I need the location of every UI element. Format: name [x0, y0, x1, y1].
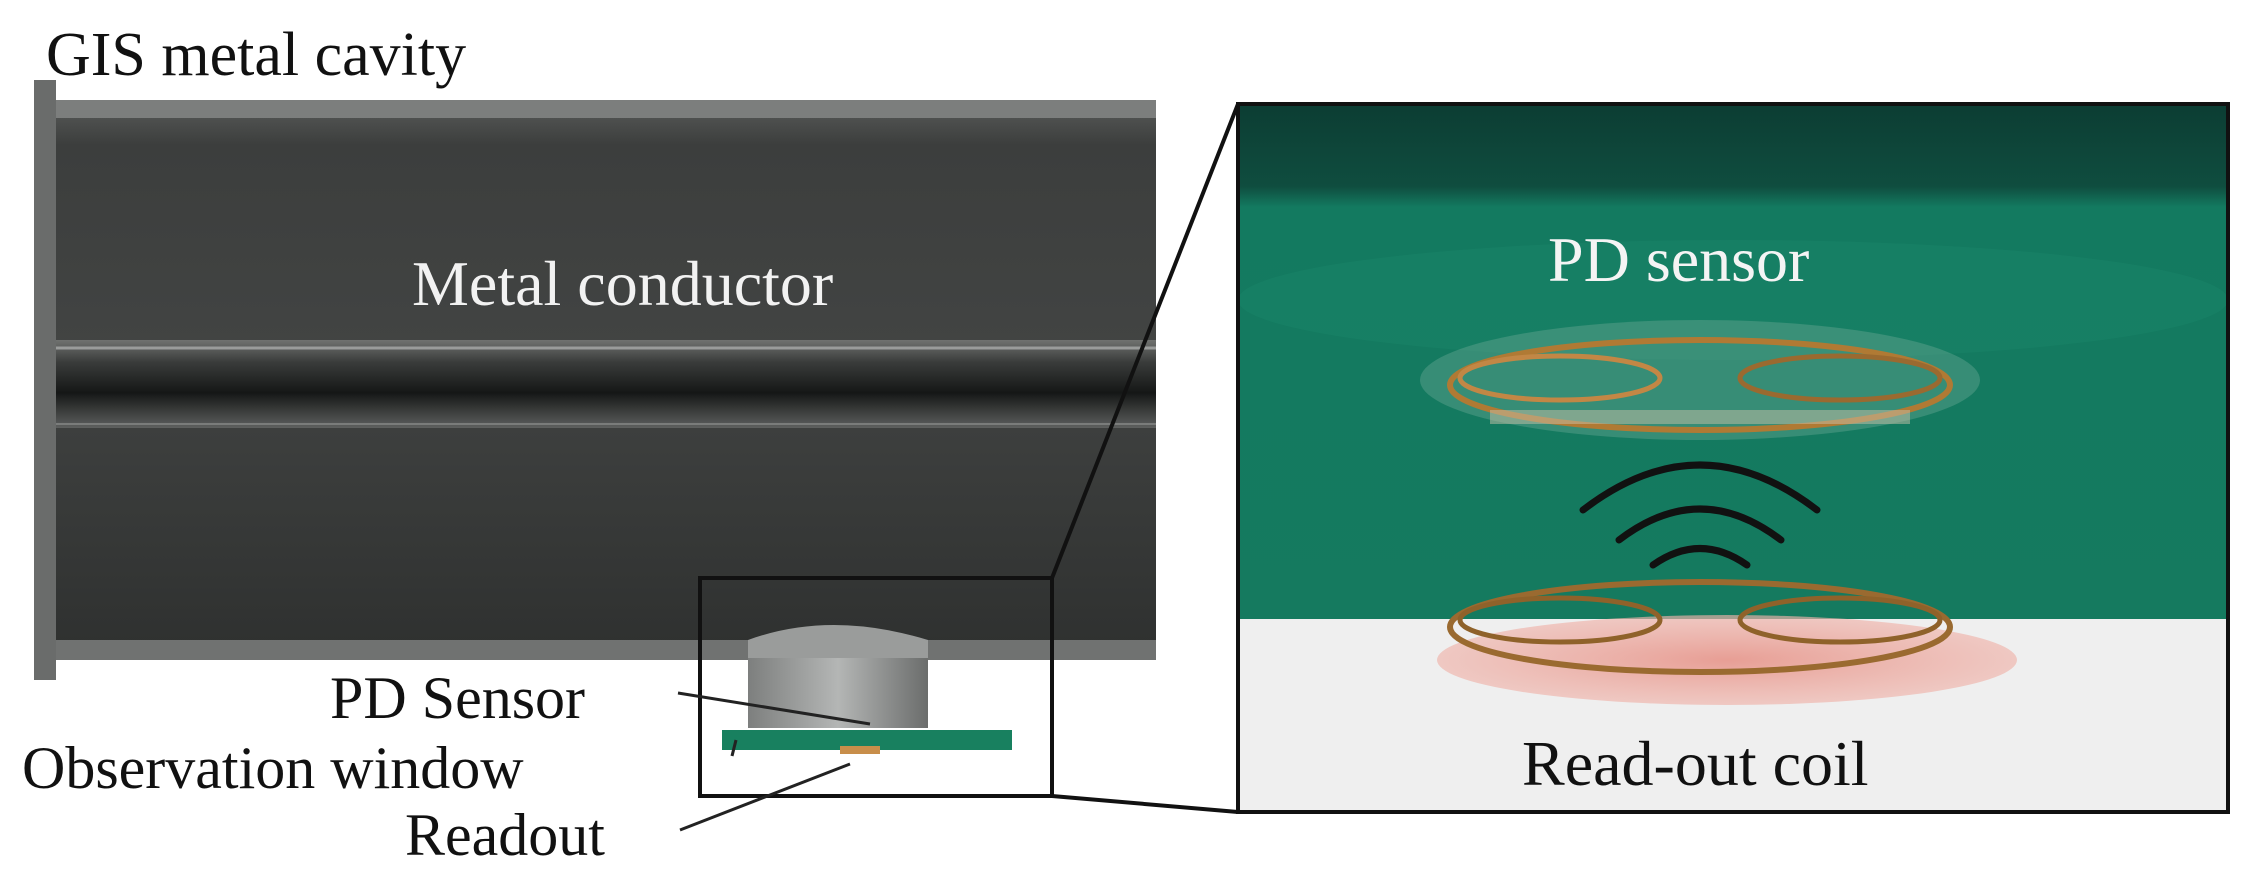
signal-arc-inner — [1649, 545, 1751, 569]
cavity-bottom-rim — [56, 640, 1156, 660]
signal-arc-outer — [1579, 461, 1821, 514]
wireless-signal-icon — [1579, 461, 1821, 569]
zoom-connector-bottom — [1051, 794, 1239, 814]
signal-arc-middle — [1615, 505, 1785, 544]
cavity-top-rim — [56, 100, 1156, 118]
gis-cavity — [34, 80, 1156, 680]
lower-coil-right-loop — [1737, 595, 1943, 645]
metal-conductor-label: Metal conductor — [412, 248, 834, 319]
readout-leader — [679, 762, 851, 832]
readout-strip — [840, 746, 880, 754]
upper-coil-outer — [1447, 337, 1953, 433]
observation-window-leader — [730, 739, 738, 757]
cavity-left-flange — [34, 80, 56, 680]
zoom-panel-border — [1236, 102, 2230, 814]
upper-coil-left-loop — [1457, 353, 1663, 403]
upper-coil — [1420, 320, 1980, 440]
upper-coil-right-loop — [1737, 353, 1943, 403]
lower-coil-left-loop — [1457, 595, 1663, 645]
gis-cavity-label: GIS metal cavity — [46, 21, 467, 89]
lower-coil-outer — [1447, 579, 1953, 675]
readout-coil-label: Read-out coil — [1522, 728, 1869, 799]
lower-coil — [1437, 579, 2017, 705]
sensor-housing — [748, 658, 928, 728]
metal-conductor — [56, 340, 1156, 428]
readout-glow — [1437, 615, 2017, 705]
top-layer-sheen — [1238, 240, 2228, 360]
zoom-box — [698, 576, 1054, 798]
zoom-connector-top — [1050, 103, 1240, 579]
observation-window-pcb — [722, 730, 1012, 750]
observation-window-label: Observation window — [22, 735, 524, 801]
pd-sensor-zoom-label: PD sensor — [1548, 224, 1810, 295]
sensor-dome — [748, 625, 928, 660]
readout-label: Readout — [405, 802, 605, 868]
pd-sensor-label: PD Sensor — [330, 665, 586, 731]
sensor-assembly — [722, 625, 1012, 754]
green-sensor-region — [1238, 104, 2228, 619]
upper-coil-base — [1490, 410, 1910, 424]
pd-sensor-leader — [677, 691, 871, 726]
zoom-panel — [1236, 102, 2230, 814]
